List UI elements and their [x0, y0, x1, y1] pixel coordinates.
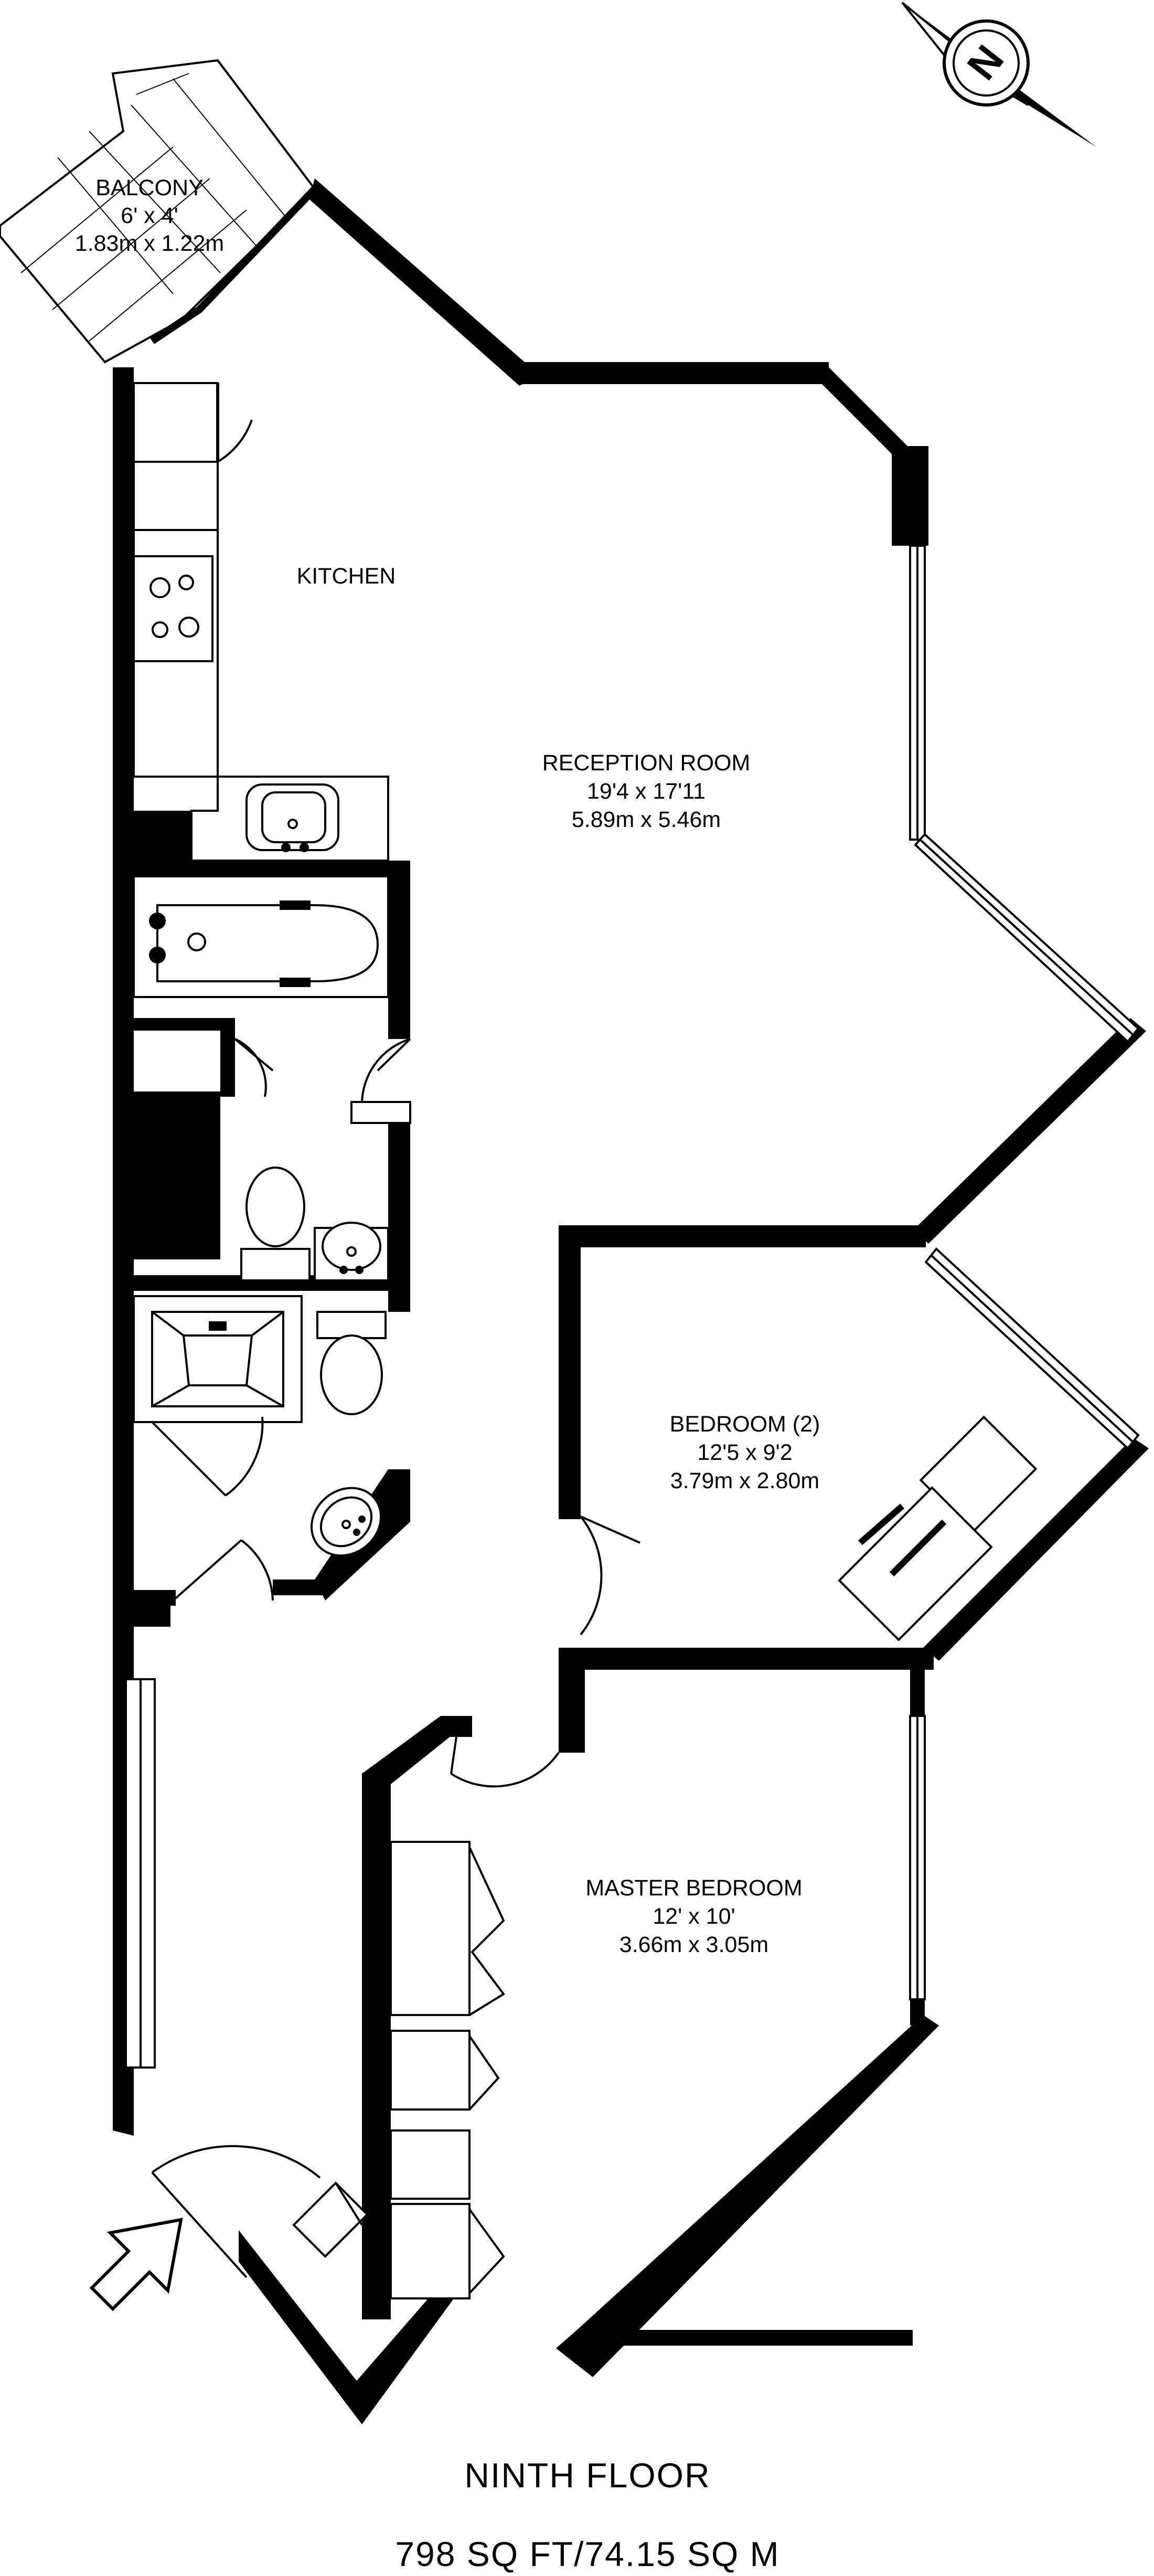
bedroom2-fixtures — [580, 1415, 1038, 1641]
reception-imperial: 19'4 x 17'11 — [587, 779, 706, 804]
windows — [125, 545, 1140, 2069]
kitchen-fixtures — [133, 382, 389, 862]
balcony-imperial: 6' x 4' — [121, 203, 178, 228]
reception-metric: 5.89m x 5.46m — [572, 807, 721, 832]
room-labels: BALCONY 6' x 4' 1.83m x 1.22m KITCHEN RE… — [75, 175, 820, 1957]
floor-title: NINTH FLOOR — [464, 2456, 710, 2495]
balcony-name: BALCONY — [95, 175, 204, 200]
bedroom2-metric: 3.79m x 2.80m — [670, 1468, 819, 1493]
bathroom-fixtures — [133, 875, 411, 1602]
reception-name: RECEPTION ROOM — [542, 750, 751, 776]
north-arrow-icon: N — [901, 2, 1096, 147]
bedroom2-name: BEDROOM (2) — [670, 1412, 820, 1437]
kitchen-name: KITCHEN — [297, 564, 396, 589]
area-summary: 798 SQ FT/74.15 SQ M — [395, 2535, 779, 2573]
master-fixtures — [390, 1736, 560, 2299]
entrance-arrow-icon — [89, 2218, 183, 2312]
master-metric: 3.66m x 3.05m — [619, 1932, 768, 1957]
master-name: MASTER BEDROOM — [585, 1875, 802, 1901]
entrance-door — [151, 2145, 369, 2278]
balcony-area — [0, 59, 318, 364]
master-imperial: 12' x 10' — [653, 1904, 735, 1929]
balcony-metric: 1.83m x 1.22m — [75, 231, 224, 256]
footer: NINTH FLOOR 798 SQ FT/74.15 SQ M — [395, 2456, 779, 2573]
bedroom2-imperial: 12'5 x 9'2 — [697, 1440, 792, 1465]
